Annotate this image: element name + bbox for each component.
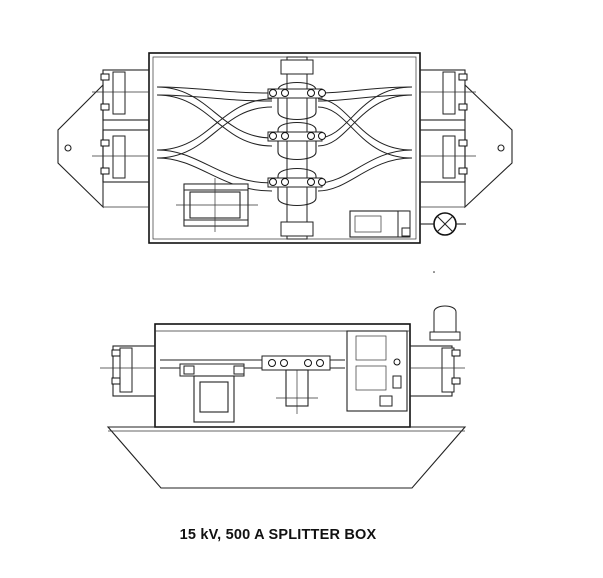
lifting-bracket <box>176 178 258 232</box>
right-bushings <box>419 69 476 208</box>
base-pan <box>106 426 467 489</box>
top-view <box>57 52 513 244</box>
left-mounting-hole <box>64 144 72 152</box>
left-cables <box>156 86 273 192</box>
right-mounting-flange <box>464 83 513 209</box>
left-bushings <box>92 69 150 208</box>
right-mounting-hole <box>497 144 505 152</box>
side-left-bushing <box>100 345 156 397</box>
bus-bar-assembly <box>267 56 326 240</box>
right-cables <box>317 86 413 192</box>
side-right-bushing <box>409 305 465 397</box>
side-transformer <box>179 363 245 423</box>
figure-caption: 15 kV, 500 A SPLITTER BOX <box>179 527 377 543</box>
left-mounting-flange <box>57 83 104 209</box>
side-bus-connector <box>261 355 331 414</box>
side-view <box>100 305 467 489</box>
side-control-panel <box>346 330 408 412</box>
indicator-lamp-icon <box>433 305 457 333</box>
hand-wheel-icon <box>420 212 466 236</box>
control-module <box>349 210 411 238</box>
